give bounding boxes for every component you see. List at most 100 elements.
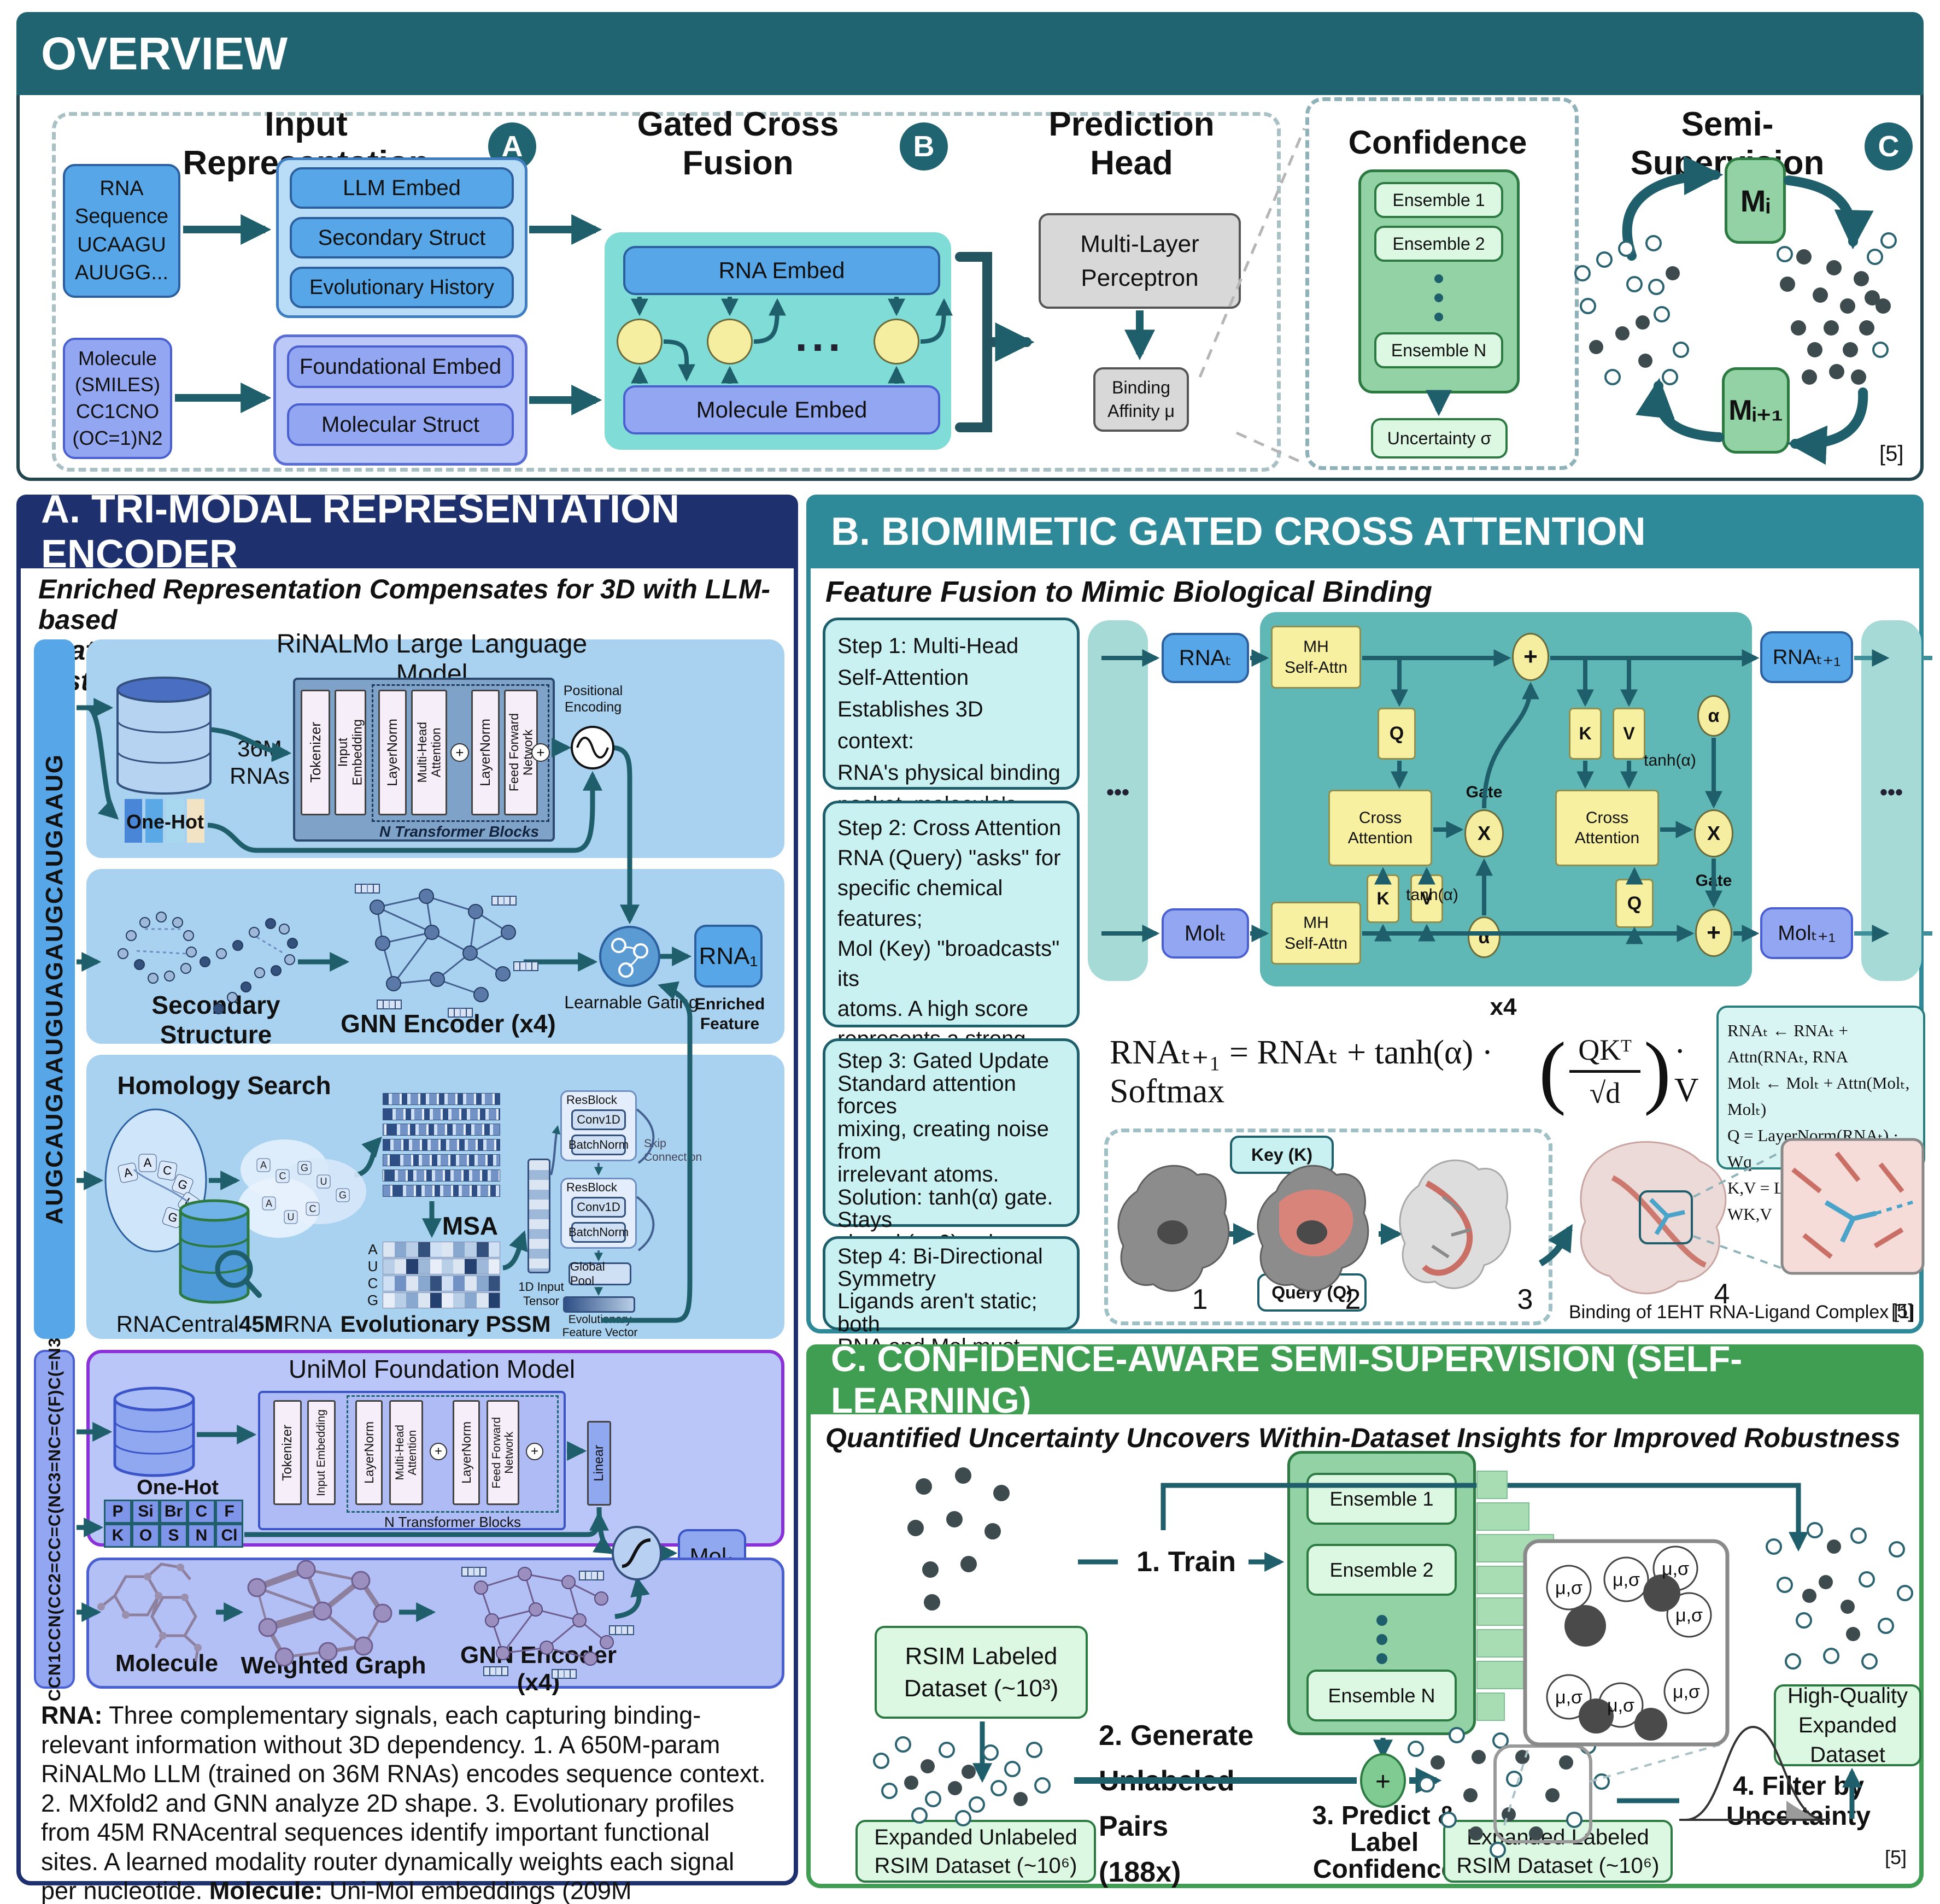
- evo-vector-label: Evolutionary Feature Vector: [562, 1313, 638, 1339]
- x1-gate-circle: X: [1464, 809, 1504, 857]
- fusion-gate-1: [617, 319, 663, 365]
- tanh2-label: tanh(α): [1644, 751, 1696, 769]
- formula-lhs: RNAₜ₊₁ = RNAₜ + tanh(α) · Softmax: [1110, 1033, 1493, 1110]
- molecule-smiles-box: Molecule (SMILES) CC1CNO (OC=1)N2: [63, 338, 172, 459]
- equation-line: Molₜ ← Molₜ + Attn(Molₜ, Molₜ): [1727, 1073, 1910, 1119]
- input-embedding-label: Input Embedding: [315, 1409, 327, 1496]
- mol-t-box: Molₜ: [1162, 908, 1249, 959]
- weighted-graph-label: Weighted Graph: [241, 1652, 426, 1679]
- skip-connection-label: Skip Connection: [644, 1137, 702, 1164]
- molecule-graph-panel: [86, 1558, 784, 1689]
- evo-vector-bar: [563, 1296, 635, 1313]
- pssm-label: Evolutionary PSSM: [340, 1311, 551, 1337]
- gate1-label: Gate: [1466, 783, 1503, 801]
- unimol-layernorm-2: LayerNorm: [453, 1400, 480, 1505]
- confidence-title: Confidence: [1348, 124, 1527, 161]
- alpha2-circle: α: [1697, 695, 1730, 737]
- step-1-box: Step 1: Multi-Head Self-Attention Establ…: [823, 618, 1080, 848]
- tokenizer-label: Tokenizer: [307, 722, 324, 783]
- binding-affinity-box: Binding Affinity μ: [1093, 367, 1189, 432]
- uncertainty-pill: Uncertainty σ: [1371, 418, 1508, 459]
- rnacentral-pre: RNACentral: [116, 1311, 239, 1337]
- x4-label: x4: [1490, 994, 1517, 1020]
- msa-row: [383, 1124, 500, 1136]
- pssm-row-u: [383, 1259, 500, 1274]
- mha-label: Multi-Head Attention: [414, 722, 443, 783]
- msa-row: [383, 1185, 500, 1197]
- overview-ref: [5]: [1879, 442, 1904, 466]
- sigma-label: σ: [1567, 1592, 1595, 1610]
- mh-self-attn-mol: MH Self-Attn: [1271, 902, 1361, 965]
- tanh1-label: tanh(α): [1406, 886, 1458, 904]
- onehot-cell: O: [132, 1524, 160, 1548]
- rinalmo-mha: Multi-Head Attention: [411, 690, 447, 815]
- c-ensemble-1: Ensemble 1: [1306, 1473, 1457, 1525]
- homology-title: Homology Search: [117, 1071, 331, 1100]
- onehot-table: P Si Br C F K O S N Cl: [104, 1500, 243, 1548]
- section-b-subtitle: Feature Fusion to Mimic Biological Bindi…: [825, 575, 1433, 608]
- para-mol-text: Uni-Mol embeddings (209M conformations) …: [329, 1877, 632, 1904]
- unimol-linear: Linear: [587, 1421, 611, 1506]
- smiles-vertical-bar: CCN1CCN(CC2=CC=C(NC3=NC=C(F)C(=N3: [34, 1337, 75, 1701]
- tokenizer-label: Tokenizer: [280, 1424, 295, 1481]
- unimol-blocks-label: N Transformer Blocks: [384, 1513, 521, 1530]
- key-k-bubble: Key (K): [1230, 1136, 1334, 1174]
- rnacentral-label: RNACentral 45M RNA: [109, 1311, 339, 1338]
- pssm-row-c: [383, 1276, 500, 1291]
- formula-lparen: (: [1539, 1026, 1566, 1116]
- unimol-input-embedding: Input Embedding: [307, 1400, 336, 1505]
- fusion-gate-2: [707, 319, 753, 365]
- mol-step-num-3: 3: [1517, 1284, 1533, 1315]
- rinalmo-blocks-label: N Transformer Blocks: [379, 823, 540, 840]
- unimol-blocks-dashed: [347, 1395, 559, 1513]
- rnacentral-post: RNA: [283, 1311, 332, 1337]
- generate-label: 2. Generate Unlabeled Pairs (188x): [1099, 1720, 1254, 1888]
- onehot-cell: P: [104, 1500, 132, 1524]
- unimol-layernorm-1: LayerNorm: [355, 1400, 383, 1505]
- plus2-circle: +: [1695, 909, 1732, 957]
- b-left-dots: •••: [1106, 780, 1129, 804]
- onehot-cell: N: [187, 1524, 215, 1548]
- equations-box: RNAₜ ← RNAₜ + Attn(RNAₜ, RNA Molₜ ← Molₜ…: [1716, 1006, 1925, 1224]
- rsim-labeled-pill: RSIM Labeled Dataset (~10³): [875, 1626, 1088, 1719]
- cross-attention-1: Cross Attention: [1328, 790, 1432, 866]
- msa-row: [383, 1154, 500, 1166]
- b-left-strip: [1088, 620, 1148, 981]
- formula-bar: [1569, 1069, 1640, 1073]
- prediction-head-title: Prediction Head: [1048, 105, 1215, 182]
- rna-sequence-box: RNA Sequence UCAAGU AUUGG...: [63, 164, 180, 298]
- msa-row: [383, 1139, 500, 1151]
- gated-cross-fusion-title: Gated Cross Fusion: [637, 105, 839, 182]
- gnn-encoder-2-label: GNN Encoder (x4): [460, 1642, 617, 1696]
- fusion-dots: ...: [795, 312, 845, 360]
- resblock-1-bn: BatchNorm: [568, 1135, 629, 1155]
- predict-label: 3. Predict & Label Confidence: [1312, 1801, 1457, 1884]
- rna1-enriched-label: Enriched Feature: [694, 995, 765, 1033]
- confidence-dashed-box: [1305, 97, 1579, 470]
- expanded-unlabeled-pill: Expanded Unlabeled RSIM Dataset (~10⁶): [855, 1820, 1096, 1883]
- formula-rparen: ): [1643, 1026, 1671, 1116]
- step-4-box: Step 4: Bi-Directional Symmetry Ligands …: [823, 1236, 1080, 1380]
- ensemble-1-pill: Ensemble 1: [1374, 182, 1503, 218]
- cross-attention-2: Cross Attention: [1555, 790, 1659, 866]
- foundational-embed-box: Foundational Embed: [287, 345, 514, 388]
- formula-numerator: QKᵀ: [1578, 1033, 1632, 1066]
- mol-step-num-1: 1: [1192, 1284, 1208, 1315]
- global-pool-pill: Global Pool: [568, 1260, 631, 1288]
- para-rna-label: RNA:: [41, 1701, 103, 1729]
- equation-line: Q = LayerNorm(RNAₜ) · Wq: [1727, 1126, 1899, 1172]
- section-b-header: B. BIOMIMETIC GATED CROSS ATTENTION: [806, 495, 1924, 568]
- unimol-title: UniMol Foundation Model: [288, 1355, 576, 1383]
- v2-box: V: [1613, 708, 1645, 760]
- section-c-title: C. CONFIDENCE-AWARE SEMI-SUPERVISION (SE…: [831, 1338, 1743, 1420]
- rna1-box: RNA₁: [694, 925, 763, 988]
- fusion-gate-3: [874, 319, 919, 365]
- badge-b: B: [900, 122, 948, 171]
- unimol-tokenizer: Tokenizer: [273, 1400, 302, 1505]
- section-a-title: A. TRI-MODAL REPRESENTATION ENCODER: [41, 487, 679, 576]
- rinalmo-arrow-label: 36M RNAs: [230, 735, 290, 789]
- rna-sequence-vertical-text: AUGCAUGAAUGUAGAUGCAUGAAUG: [40, 754, 68, 1225]
- pssm-row-label-c: C: [367, 1275, 378, 1291]
- rinalmo-db-label: 36M RNAs: [130, 727, 198, 775]
- onehot-strip-4: [187, 799, 204, 843]
